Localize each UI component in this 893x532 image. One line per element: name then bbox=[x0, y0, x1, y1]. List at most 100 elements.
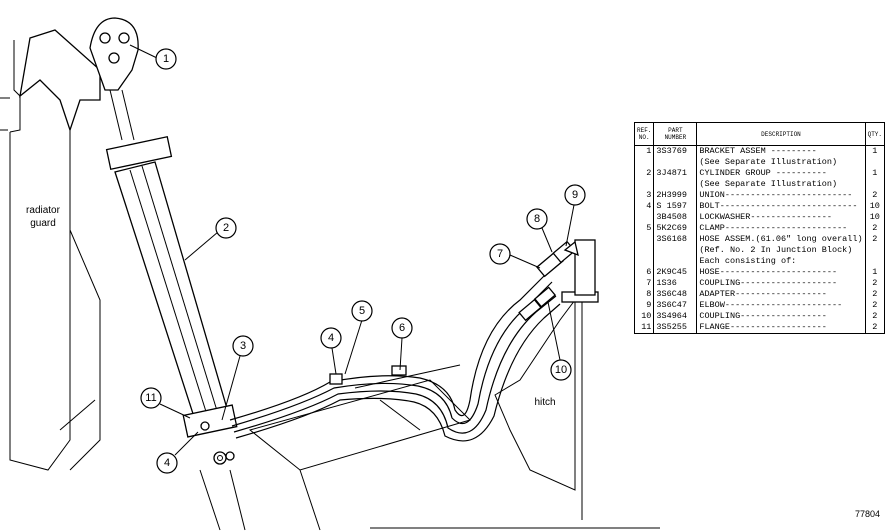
row-part-number bbox=[653, 245, 698, 256]
table-row: (See Separate Illustration) bbox=[633, 157, 886, 168]
row-description: (Ref. No. 2 In Junction Block) bbox=[696, 245, 866, 256]
row-description: BOLT--------------------------- bbox=[696, 201, 866, 212]
row-ref bbox=[633, 245, 655, 256]
radiator-guard-label-line1: radiator bbox=[26, 205, 61, 216]
row-description: LOCKWASHER---------------- bbox=[696, 212, 866, 223]
fittings bbox=[518, 240, 579, 322]
row-part-number: 2H3999 bbox=[653, 190, 698, 201]
row-ref: 2 bbox=[633, 168, 655, 179]
row-part-number: 3S6C47 bbox=[653, 300, 698, 311]
row-qty: 2 bbox=[865, 223, 886, 234]
row-part-number: S 1597 bbox=[653, 201, 698, 212]
callout-label: 3 bbox=[240, 340, 246, 352]
header-qty: QTY. bbox=[864, 122, 886, 146]
row-ref: 10 bbox=[633, 311, 655, 322]
row-qty: 10 bbox=[865, 212, 886, 223]
row-part-number: 3S6168 bbox=[653, 234, 698, 245]
row-description: CLAMP------------------------ bbox=[696, 223, 866, 234]
callout-label: 1 bbox=[163, 53, 169, 65]
row-qty: 2 bbox=[865, 289, 886, 300]
callout-label: 8 bbox=[534, 213, 540, 225]
row-qty bbox=[865, 245, 886, 256]
row-ref: 4 bbox=[633, 201, 655, 212]
row-description: ELBOW----------------------- bbox=[696, 300, 866, 311]
row-qty: 1 bbox=[865, 267, 886, 278]
header-part-number: PART NUMBER bbox=[653, 122, 698, 146]
callout-circle bbox=[156, 452, 178, 474]
row-qty bbox=[865, 157, 886, 168]
table-row: (See Separate Illustration) bbox=[633, 179, 886, 190]
callout-label: 6 bbox=[399, 322, 405, 334]
row-part-number: 5K2C69 bbox=[653, 223, 698, 234]
row-description: ADAPTER------------------ bbox=[696, 289, 866, 300]
row-ref bbox=[633, 234, 655, 245]
row-qty: 2 bbox=[865, 234, 886, 245]
callout-label: 10 bbox=[555, 364, 567, 376]
callout-circle bbox=[155, 48, 177, 70]
callout-label: 9 bbox=[572, 189, 578, 201]
header-description: DESCRIPTION bbox=[696, 122, 866, 146]
hose-assembly bbox=[229, 274, 561, 442]
row-ref: 7 bbox=[633, 278, 655, 289]
row-qty: 1 bbox=[865, 145, 886, 157]
radiator-guard bbox=[0, 29, 101, 471]
row-ref: 3 bbox=[633, 190, 655, 201]
row-part-number: 3S6C48 bbox=[653, 289, 698, 300]
row-ref: 6 bbox=[633, 267, 655, 278]
row-part-number: 3S4964 bbox=[653, 311, 698, 322]
callout-circle bbox=[391, 317, 413, 339]
row-description: HOSE ASSEM.(61.06" long overall) bbox=[696, 234, 866, 245]
row-part-number: 1S36 bbox=[653, 278, 698, 289]
row-ref: 1 bbox=[633, 145, 655, 157]
row-ref: 9 bbox=[633, 300, 655, 311]
row-ref: 8 bbox=[633, 289, 655, 300]
row-part-number: 3B4508 bbox=[653, 212, 698, 223]
header-ref: REF. NO. bbox=[633, 122, 655, 146]
row-qty: 2 bbox=[865, 322, 886, 334]
callout-circle bbox=[564, 184, 586, 206]
callout-label: 7 bbox=[497, 248, 503, 260]
row-qty: 2 bbox=[865, 190, 886, 201]
callout-label: 5 bbox=[359, 305, 365, 317]
row-qty: 2 bbox=[865, 278, 886, 289]
row-qty: 2 bbox=[865, 311, 886, 322]
callout-label: 11 bbox=[145, 392, 156, 404]
callout-label: 2 bbox=[223, 222, 229, 234]
row-part-number bbox=[653, 256, 698, 267]
bracket-assembly bbox=[89, 17, 139, 141]
hitch bbox=[494, 239, 599, 520]
callout-circle bbox=[140, 387, 162, 409]
row-part-number: 2K9C45 bbox=[653, 267, 698, 278]
row-ref bbox=[633, 212, 655, 223]
callout-circle bbox=[320, 327, 342, 349]
row-part-number: 3S3769 bbox=[653, 145, 698, 157]
row-description: BRACKET ASSEM --------- bbox=[696, 145, 866, 157]
row-ref bbox=[633, 256, 655, 267]
row-qty: 10 bbox=[865, 201, 886, 212]
hitch-label: hitch bbox=[534, 397, 555, 408]
row-ref bbox=[633, 179, 655, 190]
figure-number: 77804 bbox=[855, 509, 881, 519]
callout-circle bbox=[526, 208, 548, 230]
union-fitting bbox=[213, 451, 235, 465]
row-description: FLANGE------------------- bbox=[696, 322, 866, 334]
radiator-guard-label-line2: guard bbox=[30, 218, 56, 229]
row-ref bbox=[633, 157, 655, 168]
row-description: HOSE----------------------- bbox=[696, 267, 866, 278]
callouts: 1 2 3 4 4 5 6 7 8 9 10 11 bbox=[129, 44, 586, 474]
row-part-number: 3J4871 bbox=[653, 168, 698, 179]
table-header-row: REF. NO. PART NUMBER DESCRIPTION QTY. bbox=[633, 122, 886, 146]
row-qty bbox=[865, 256, 886, 267]
callout-label: 4 bbox=[328, 332, 334, 344]
